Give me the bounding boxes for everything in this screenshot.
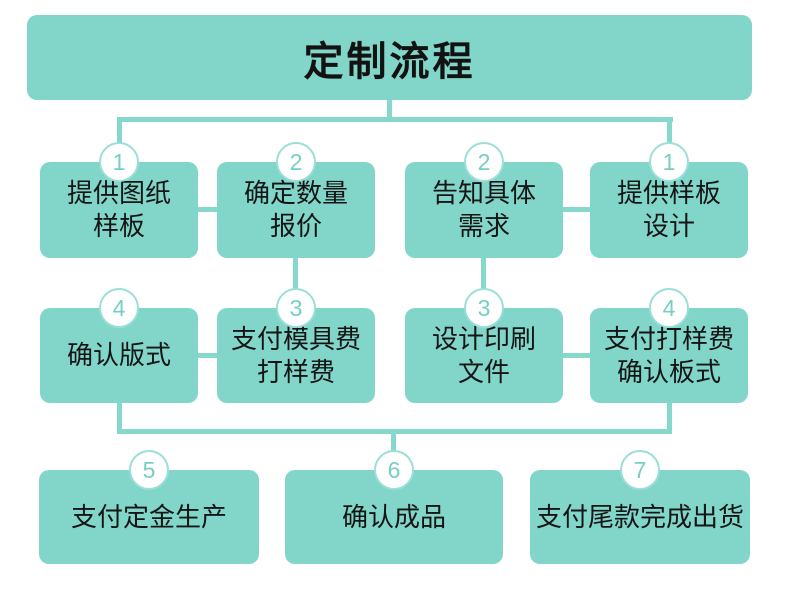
step-confirm-finished-product: 6 确认成品 [285, 450, 503, 564]
connector-drop-step4-left [117, 403, 122, 434]
step-number-badge: 4 [99, 288, 139, 328]
step-number-badge: 6 [374, 450, 414, 490]
connector-drop-step4-right [667, 403, 672, 434]
step-provide-sample-design: 1 提供样板 设计 [590, 142, 748, 258]
step-tell-specific-requirements: 2 告知具体 需求 [405, 142, 563, 258]
step-label: 支付模具费 打样费 [230, 323, 361, 387]
step-label: 支付定金生产 [70, 501, 227, 532]
connector-drop-step2-to-3 [293, 258, 298, 290]
step-pay-balance-ship: 7 支付尾款完成出货 [530, 450, 750, 564]
step-provide-drawing-sample: 1 提供图纸 样板 [40, 142, 198, 258]
step-pay-sample-fee-confirm-layout: 4 支付打样费 确认板式 [590, 288, 748, 403]
page-title: 定制流程 [303, 39, 476, 84]
connector-row2-link-left [196, 353, 219, 358]
step-label: 告知具体 需求 [431, 178, 536, 241]
step-number-badge: 5 [129, 450, 169, 490]
connector-drop-step1-right [667, 117, 672, 145]
step-design-print-files: 3 设计印刷 文件 [405, 288, 563, 403]
step-number-badge: 2 [464, 142, 504, 182]
step-label: 支付尾款完成出货 [535, 501, 744, 532]
step-pay-mold-sample-fee: 3 支付模具费 打样费 [217, 288, 375, 403]
step-label: 提供样板 设计 [616, 178, 721, 241]
step-number-badge: 3 [464, 288, 504, 328]
step-label: 确认版式 [66, 340, 171, 370]
step-label: 确定数量 报价 [243, 178, 348, 241]
step-number-badge: 4 [649, 288, 689, 328]
step-number-badge: 2 [276, 142, 316, 182]
step-number-badge: 7 [620, 450, 660, 490]
connector-row2-link-right [561, 353, 592, 358]
step-label: 确认成品 [341, 501, 446, 532]
connector-drop-step1 [117, 117, 122, 145]
step-confirm-quantity-quote: 2 确定数量 报价 [217, 142, 375, 258]
step-number-badge: 1 [649, 142, 689, 182]
step-number-badge: 1 [99, 142, 139, 182]
step-number-badge: 3 [276, 288, 316, 328]
step-confirm-layout: 4 确认版式 [40, 288, 198, 403]
step-label: 提供图纸 样板 [66, 178, 171, 241]
connector-row1-link-right [561, 207, 592, 212]
connector-drop-step2-to-3-right [481, 258, 486, 290]
connector-drop-to-step6 [391, 429, 396, 452]
connector-header-stem [387, 100, 392, 122]
step-label: 设计印刷 文件 [431, 323, 536, 387]
step-pay-deposit-production: 5 支付定金生产 [39, 450, 259, 564]
step-label: 支付打样费 确认板式 [603, 323, 734, 387]
flowchart-title-box: 定制流程 [27, 15, 752, 100]
connector-row1-link-left [196, 207, 219, 212]
connector-row1-bus [117, 117, 673, 122]
